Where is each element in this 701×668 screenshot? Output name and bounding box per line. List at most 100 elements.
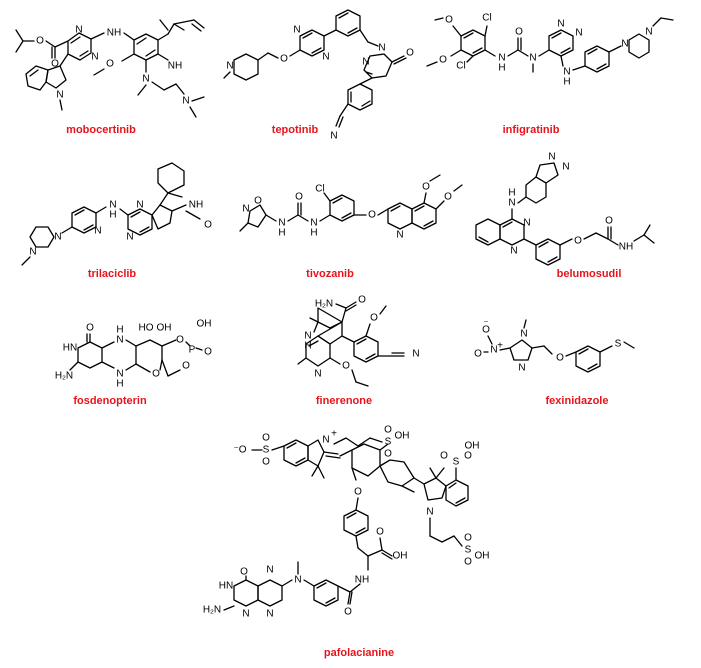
svg-text:S: S bbox=[453, 457, 460, 468]
svg-text:O: O bbox=[464, 557, 472, 568]
finerenone-structure: H₂N O N H N O O N bbox=[297, 295, 420, 387]
svg-text:N: N bbox=[362, 57, 369, 68]
svg-text:O: O bbox=[464, 533, 472, 544]
svg-text:O: O bbox=[36, 36, 44, 47]
svg-text:O: O bbox=[515, 27, 523, 38]
svg-text:N: N bbox=[136, 200, 143, 211]
svg-text:O: O bbox=[51, 59, 59, 70]
svg-text:N: N bbox=[621, 39, 628, 50]
compound-label-mobocertinib: mobocertinib bbox=[66, 124, 136, 136]
svg-text:N: N bbox=[226, 61, 233, 72]
tivozanib-structure: N O N H O N H Cl O N O O bbox=[239, 174, 463, 241]
svg-text:O: O bbox=[422, 182, 430, 193]
svg-text:S: S bbox=[465, 545, 472, 556]
svg-text:N: N bbox=[529, 53, 536, 64]
svg-text:N: N bbox=[56, 90, 63, 101]
pafolacianine-structure: ⁻O S O O N + S O O OH O OH bbox=[203, 425, 490, 620]
svg-text:H₂N: H₂N bbox=[55, 371, 73, 382]
svg-text:N: N bbox=[498, 53, 505, 64]
svg-text:O: O bbox=[370, 313, 378, 324]
svg-text:S: S bbox=[385, 437, 392, 448]
svg-text:⁻: ⁻ bbox=[483, 319, 488, 330]
svg-text:N: N bbox=[314, 369, 321, 380]
svg-text:O: O bbox=[295, 192, 303, 203]
fexinidazole-structure: O ⁻ N + O N N O S bbox=[474, 319, 635, 374]
svg-text:N: N bbox=[520, 329, 527, 340]
svg-text:S: S bbox=[263, 445, 270, 456]
svg-text:N: N bbox=[310, 218, 317, 229]
svg-text:O: O bbox=[384, 425, 392, 436]
svg-text:O: O bbox=[556, 353, 564, 364]
svg-text:N: N bbox=[575, 28, 582, 39]
svg-text:N: N bbox=[518, 363, 525, 374]
svg-text:+: + bbox=[497, 341, 503, 352]
svg-text:H₂N: H₂N bbox=[315, 299, 333, 310]
infigratinib-structure: O O Cl Cl N H O N N N N H N bbox=[426, 13, 674, 88]
compound-label-tivozanib: tivozanib bbox=[306, 268, 354, 280]
svg-text:O: O bbox=[464, 451, 472, 462]
svg-text:O: O bbox=[204, 347, 212, 358]
svg-text:N: N bbox=[563, 67, 570, 78]
svg-text:H: H bbox=[116, 379, 123, 390]
svg-text:O: O bbox=[574, 236, 582, 247]
svg-text:OH: OH bbox=[197, 319, 212, 330]
svg-text:N: N bbox=[126, 232, 133, 243]
svg-text:N: N bbox=[378, 43, 385, 54]
svg-text:+: + bbox=[331, 429, 337, 440]
svg-text:N: N bbox=[54, 232, 61, 243]
svg-text:N: N bbox=[396, 230, 403, 241]
svg-text:N: N bbox=[109, 200, 116, 211]
compound-label-fosdenopterin: fosdenopterin bbox=[73, 395, 147, 407]
svg-text:N: N bbox=[508, 198, 515, 209]
svg-text:O: O bbox=[444, 192, 452, 203]
svg-text:O: O bbox=[254, 196, 262, 207]
svg-text:NH: NH bbox=[107, 28, 121, 39]
tepotinib-structure: N O N N N N O N bbox=[223, 9, 414, 142]
svg-text:OH: OH bbox=[475, 551, 490, 562]
compound-label-fexinidazole: fexinidazole bbox=[545, 395, 609, 407]
svg-text:O: O bbox=[384, 449, 392, 460]
svg-text:⁻O: ⁻O bbox=[233, 445, 246, 456]
svg-text:N: N bbox=[523, 218, 530, 229]
svg-text:H₂N: H₂N bbox=[203, 605, 221, 616]
svg-text:Cl: Cl bbox=[456, 61, 465, 72]
svg-text:N: N bbox=[330, 131, 337, 142]
svg-text:O: O bbox=[368, 210, 376, 221]
svg-text:N: N bbox=[294, 575, 301, 586]
svg-text:N: N bbox=[645, 27, 652, 38]
compound-label-trilaciclib: trilaciclib bbox=[87, 268, 137, 280]
svg-text:NH: NH bbox=[168, 61, 182, 72]
svg-text:NH: NH bbox=[619, 242, 633, 253]
svg-text:N: N bbox=[557, 19, 564, 30]
mobocertinib-structure: O O N N NH N O NH N bbox=[15, 19, 205, 118]
svg-text:NH: NH bbox=[189, 200, 203, 211]
svg-text:H: H bbox=[563, 77, 570, 88]
svg-text:N: N bbox=[426, 507, 433, 518]
svg-text:N: N bbox=[490, 345, 497, 356]
svg-text:N: N bbox=[91, 52, 98, 63]
svg-text:H: H bbox=[498, 63, 505, 74]
svg-text:N: N bbox=[182, 96, 189, 107]
svg-text:N: N bbox=[94, 226, 101, 237]
svg-text:N: N bbox=[242, 609, 249, 620]
svg-text:O: O bbox=[605, 216, 613, 227]
svg-text:Cl: Cl bbox=[482, 13, 491, 24]
svg-text:O: O bbox=[440, 451, 448, 462]
svg-text:NH: NH bbox=[355, 575, 369, 586]
svg-text:OH: OH bbox=[157, 323, 172, 334]
svg-text:O: O bbox=[406, 48, 414, 59]
svg-text:N: N bbox=[29, 247, 36, 258]
svg-text:N: N bbox=[548, 152, 555, 163]
svg-text:P: P bbox=[189, 345, 196, 356]
svg-text:O: O bbox=[204, 220, 212, 231]
svg-text:HN: HN bbox=[63, 343, 77, 354]
svg-text:H: H bbox=[304, 341, 311, 352]
svg-text:N: N bbox=[266, 609, 273, 620]
compound-label-infigratinib: infigratinib bbox=[502, 124, 560, 136]
svg-text:OH: OH bbox=[395, 431, 410, 442]
svg-text:Cl: Cl bbox=[315, 184, 324, 195]
svg-text:N: N bbox=[142, 74, 149, 85]
svg-text:HN: HN bbox=[219, 581, 233, 592]
svg-text:N: N bbox=[242, 204, 249, 215]
